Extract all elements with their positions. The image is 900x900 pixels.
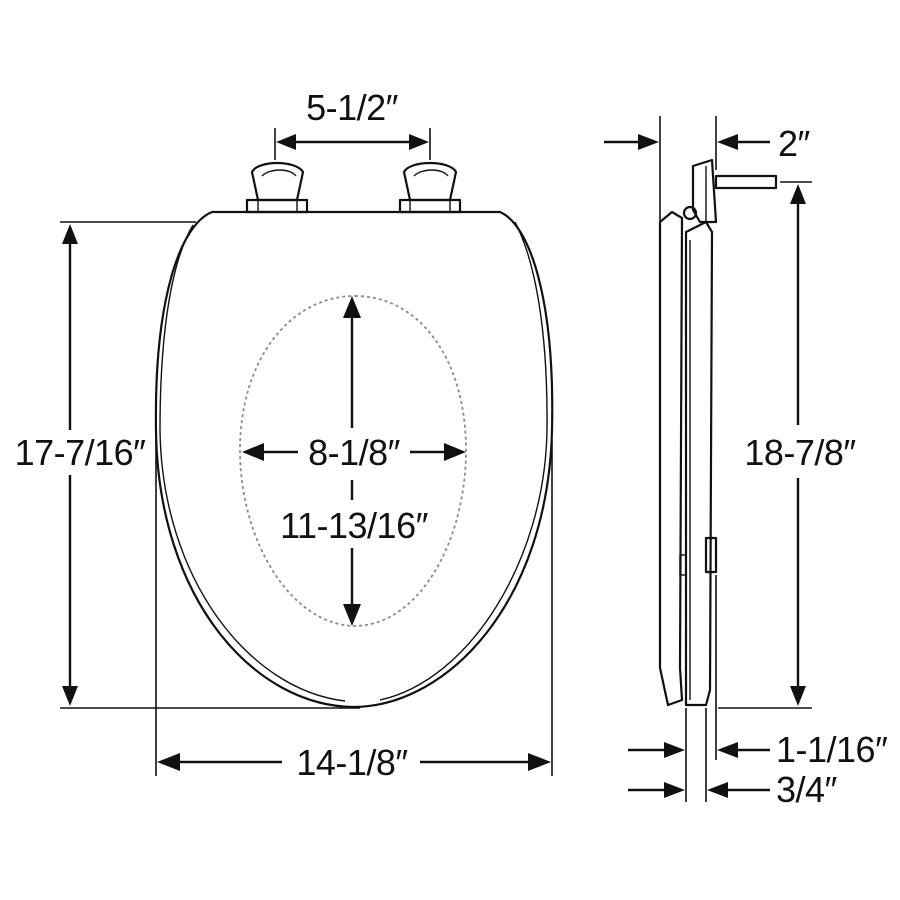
label-lid-thickness: 1-1/16″ (776, 729, 888, 770)
label-seat-length: 17-7/16″ (15, 432, 147, 473)
seat-outline (154, 210, 554, 709)
label-opening-width: 8-1/8″ (308, 432, 401, 473)
hinge-post (714, 174, 778, 190)
dim-opening-width (242, 443, 466, 461)
seat-rim-right (379, 221, 548, 701)
seat-opening-dotted (239, 295, 467, 627)
front-view: 5-1/2″ 17-7/16″ 8-1/8″ 11-13/16″ (15, 87, 554, 783)
label-opening-length: 11-13/16″ (280, 505, 428, 546)
seat-rim-left (159, 224, 346, 702)
hinge-right (398, 162, 462, 214)
label-seat-width: 14-1/8″ (296, 742, 408, 783)
side-view: 2″ 18-7/8″ 1-1/16″ 3/ (604, 116, 889, 810)
label-hinge-spacing: 5-1/2″ (306, 87, 399, 128)
label-seat-thickness: 3/4″ (776, 769, 838, 810)
bumper (704, 536, 718, 574)
dim-seat-length (60, 221, 360, 709)
dim-seat-width (155, 440, 553, 776)
label-overall-length: 18-7/8″ (744, 432, 856, 473)
dim-opening-length (343, 296, 361, 626)
lid-profile (658, 210, 684, 707)
dim-hinge-spacing (274, 128, 431, 160)
label-hinge-post-offset: 2″ (778, 123, 811, 164)
dim-lid-thickness (628, 742, 770, 758)
dim-overall-length (718, 181, 812, 709)
hinge-left (245, 162, 309, 214)
dim-hinge-post-offset (604, 116, 770, 228)
hinge-block (691, 158, 718, 224)
dim-seat-thickness (628, 782, 770, 798)
